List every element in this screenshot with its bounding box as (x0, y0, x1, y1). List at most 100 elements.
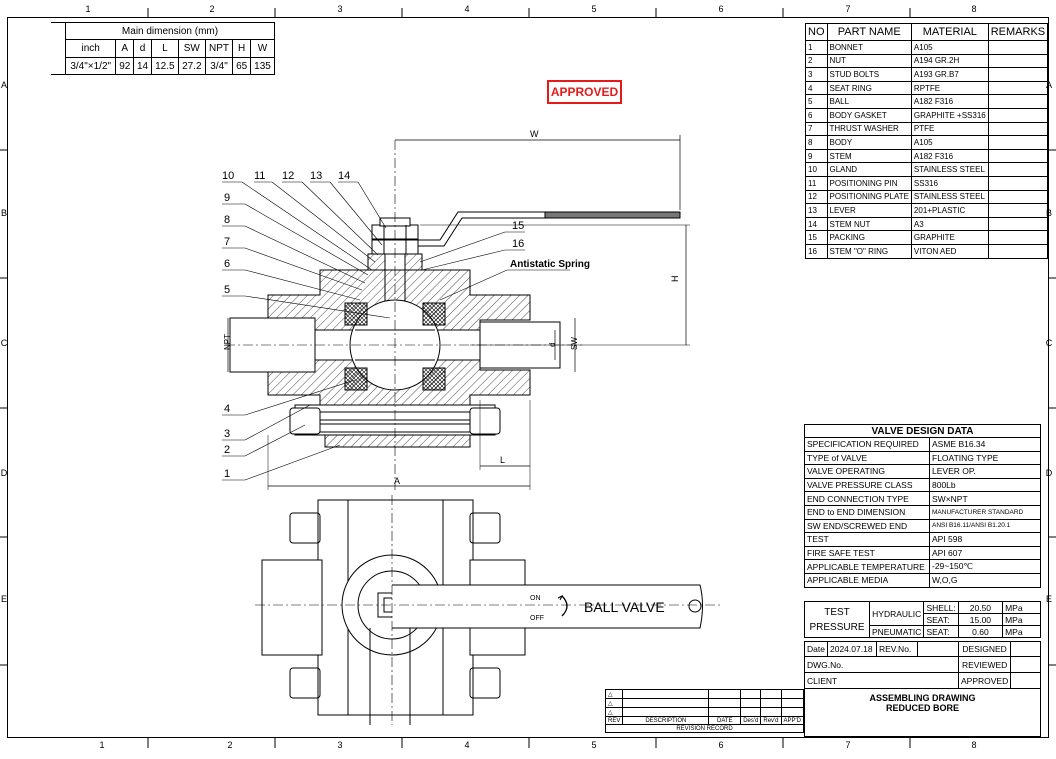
shell-unit: MPa (1002, 601, 1041, 614)
dwg-no-label: DWG.No. (804, 656, 959, 673)
parts-header-no: NO (805, 23, 828, 41)
design-data-value: ASME B16.34 (929, 437, 1041, 452)
reviewed-value (1010, 656, 1041, 673)
main-dimension-table: Main dimension (mm) inch A d L SW NPT H … (51, 22, 275, 75)
reviewed-label: REVIEWED (957, 656, 1012, 673)
seat-label-pneumatic: SEAT: (923, 625, 959, 638)
part-material: VITON AED (910, 243, 989, 259)
seat-unit-pneumatic: MPa (1002, 625, 1041, 638)
callout-6: 6 (224, 258, 230, 270)
zone-col-4-bottom: 4 (464, 740, 470, 750)
rev-header-appd: APP'D (780, 716, 805, 725)
zone-col-6-bottom: 6 (718, 740, 724, 750)
rev-header-description: DESCRIPTION (622, 716, 710, 725)
test-label: TEST (824, 606, 850, 618)
design-data-key: END CONNECTION TYPE (804, 491, 930, 506)
approved-label: APPROVED (957, 672, 1012, 689)
dim-sw-label: SW (570, 337, 579, 350)
drawing-title-line1: ASSEMBLING DRAWING (869, 693, 976, 703)
dim-l-label: L (500, 455, 505, 465)
drawing-title: ASSEMBLING DRAWING REDUCED BORE (804, 688, 1041, 737)
callout-3: 3 (224, 428, 230, 440)
design-data-key: SPECIFICATION REQUIRED (804, 437, 930, 452)
parts-header-remarks: REMARKS (987, 23, 1049, 41)
pressure-label: PRESSURE (809, 621, 865, 633)
dim-value: 92 (115, 57, 135, 75)
shell-label: SHELL: (923, 601, 959, 614)
dim-h-label: H (670, 276, 680, 283)
designed-value (1010, 641, 1041, 657)
design-data-key: APPLICABLE MEDIA (804, 572, 930, 588)
client-label: CLIENT (804, 672, 959, 689)
design-data-key: END to END DIMENSION (804, 504, 930, 520)
lever-off-text: OFF (530, 615, 544, 622)
zone-row-e: E (0, 594, 7, 604)
callout-14: 14 (338, 170, 350, 182)
callout-7: 7 (224, 236, 230, 248)
zone-col-2-bottom: 2 (227, 740, 233, 750)
dimension-value-row: 3/4"×1/2" 92 14 12.5 27.2 3/4" 65 135 (51, 57, 275, 75)
dim-npt-label: NPT (223, 334, 232, 350)
seat-label: SEAT: (923, 613, 959, 626)
seat-value-hydraulic: 15.00 (957, 613, 1004, 626)
dim-a-label: A (394, 476, 400, 486)
antistatic-spring-label: Antistatic Spring (510, 259, 590, 270)
dim-d-label: d (548, 343, 557, 347)
callout-10: 10 (222, 170, 234, 182)
rev-triangle: △ (604, 689, 624, 699)
zone-row-e-right: E (1045, 594, 1052, 604)
callout-1: 1 (224, 468, 230, 480)
design-data-key: APPLICABLE TEMPERATURE (804, 559, 930, 574)
design-data-value: ANSI B16.11/ANSI B1.20.1 (929, 518, 1041, 534)
zone-col-4: 4 (464, 4, 470, 14)
approved-stamp: APPROVED (547, 80, 622, 104)
design-data-value: 800Lb (929, 477, 1041, 493)
zone-col-8-bottom: 8 (971, 740, 977, 750)
valve-design-data-table: VALVE DESIGN DATA SPECIFICATION REQUIRED… (804, 424, 1041, 588)
rev-no-value (917, 641, 959, 657)
design-data-value: LEVER OP. (929, 464, 1041, 479)
rev-triangle: △ (604, 698, 624, 708)
callout-13: 13 (310, 170, 322, 182)
zone-col-3: 3 (337, 4, 343, 14)
dim-value: 27.2 (177, 57, 206, 75)
design-data-value: W,O,G (929, 572, 1041, 588)
rev-triangle: △ (604, 707, 624, 717)
zone-col-8: 8 (971, 4, 977, 14)
lever-ball-valve-text: BALL VALVE (584, 599, 665, 615)
dim-value: 135 (250, 57, 275, 75)
zone-row-b: B (0, 208, 7, 218)
rev-header-rev: REV (604, 716, 624, 725)
date-value: 2024.07.18 (827, 641, 877, 657)
zone-col-7-bottom: 7 (845, 740, 851, 750)
zone-row-d-right: D (1045, 468, 1053, 478)
design-data-key: TYPE of VALVE (804, 450, 930, 466)
test-pressure-label: TEST PRESSURE (804, 601, 870, 638)
design-data-title: VALVE DESIGN DATA (804, 424, 1041, 438)
dim-value: 12.5 (150, 57, 179, 75)
date-label: Date (804, 641, 828, 657)
design-data-key: VALVE PRESSURE CLASS (804, 477, 930, 493)
rev-header-revd: Rev'd (760, 716, 782, 725)
zone-col-5-bottom: 5 (591, 740, 597, 750)
callout-5: 5 (224, 284, 230, 296)
callout-4: 4 (224, 403, 230, 415)
zone-row-b-right: B (1045, 208, 1052, 218)
